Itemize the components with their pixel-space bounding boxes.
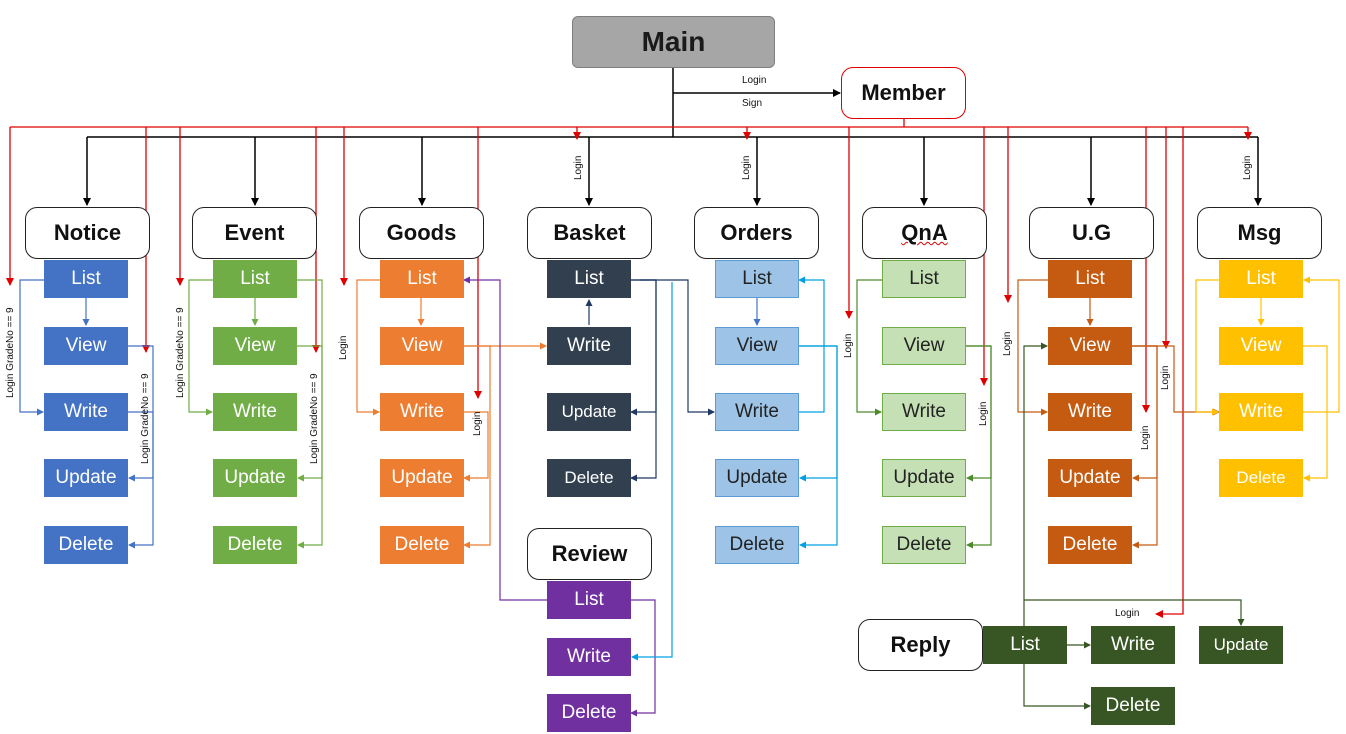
goods-write-button[interactable]: Write bbox=[380, 393, 464, 431]
msg-delete-button[interactable]: Delete bbox=[1219, 459, 1303, 497]
edge-label-login-grade-event-update: Login GradeNo == 9 bbox=[309, 373, 320, 464]
basket-list-button[interactable]: List bbox=[547, 260, 631, 298]
orders-write-button[interactable]: Write bbox=[715, 393, 799, 431]
edge-label-login-orders: Login bbox=[741, 155, 752, 180]
ug-write-button[interactable]: Write bbox=[1048, 393, 1132, 431]
member-node[interactable]: Member bbox=[841, 67, 966, 119]
reply-write-button[interactable]: Write bbox=[1091, 626, 1175, 664]
edge-label-login-grade-event-write: Login GradeNo == 9 bbox=[175, 307, 186, 398]
edge-label-login-ug-update: Login bbox=[1140, 425, 1151, 450]
basket-header[interactable]: Basket bbox=[527, 207, 652, 259]
review-delete-button[interactable]: Delete bbox=[547, 694, 631, 732]
ug-delete-button[interactable]: Delete bbox=[1048, 526, 1132, 564]
orders-update-button[interactable]: Update bbox=[715, 459, 799, 497]
event-header[interactable]: Event bbox=[192, 207, 317, 259]
reply-delete-button[interactable]: Delete bbox=[1091, 687, 1175, 725]
edge-label-login-grade-notice-update: Login GradeNo == 9 bbox=[140, 373, 151, 464]
qna-view-button[interactable]: View bbox=[882, 327, 966, 365]
edge-label-login-qna-update: Login bbox=[978, 401, 989, 426]
qna-list-button[interactable]: List bbox=[882, 260, 966, 298]
review-list-button[interactable]: List bbox=[547, 581, 631, 619]
qna-write-button[interactable]: Write bbox=[882, 393, 966, 431]
notice-header[interactable]: Notice bbox=[25, 207, 150, 259]
edge-label-login-ug-view: Login bbox=[1160, 365, 1171, 390]
qna-header-label: QnA bbox=[901, 220, 948, 245]
goods-update-button[interactable]: Update bbox=[380, 459, 464, 497]
edge-label-login-goods-write: Login bbox=[338, 335, 349, 360]
edge-label-login-reply: Login bbox=[1115, 608, 1140, 619]
ug-view-button[interactable]: View bbox=[1048, 327, 1132, 365]
goods-list-button[interactable]: List bbox=[380, 260, 464, 298]
reply-list-button[interactable]: List bbox=[983, 626, 1067, 664]
basket-delete-button[interactable]: Delete bbox=[547, 459, 631, 497]
goods-header[interactable]: Goods bbox=[359, 207, 484, 259]
reply-header[interactable]: Reply bbox=[858, 619, 983, 671]
edge-label-login-msg: Login bbox=[1242, 155, 1253, 180]
basket-update-button[interactable]: Update bbox=[547, 393, 631, 431]
review-write-button[interactable]: Write bbox=[547, 638, 631, 676]
notice-list-button[interactable]: List bbox=[44, 260, 128, 298]
edge-label-login-grade-notice-write: Login GradeNo == 9 bbox=[5, 307, 16, 398]
notice-view-button[interactable]: View bbox=[44, 327, 128, 365]
msg-header[interactable]: Msg bbox=[1197, 207, 1322, 259]
event-write-button[interactable]: Write bbox=[213, 393, 297, 431]
orders-list-button[interactable]: List bbox=[715, 260, 799, 298]
event-view-button[interactable]: View bbox=[213, 327, 297, 365]
reply-update-button[interactable]: Update bbox=[1199, 626, 1283, 664]
orders-delete-button[interactable]: Delete bbox=[715, 526, 799, 564]
goods-delete-button[interactable]: Delete bbox=[380, 526, 464, 564]
ug-update-button[interactable]: Update bbox=[1048, 459, 1132, 497]
notice-update-button[interactable]: Update bbox=[44, 459, 128, 497]
notice-write-button[interactable]: Write bbox=[44, 393, 128, 431]
basket-write-button[interactable]: Write bbox=[547, 327, 631, 365]
qna-delete-button[interactable]: Delete bbox=[882, 526, 966, 564]
msg-write-button[interactable]: Write bbox=[1219, 393, 1303, 431]
edge-label-login: Login bbox=[742, 75, 767, 86]
ug-list-button[interactable]: List bbox=[1048, 260, 1132, 298]
edge-label-login-ug-write: Login bbox=[1002, 331, 1013, 356]
event-delete-button[interactable]: Delete bbox=[213, 526, 297, 564]
orders-view-button[interactable]: View bbox=[715, 327, 799, 365]
goods-view-button[interactable]: View bbox=[380, 327, 464, 365]
msg-view-button[interactable]: View bbox=[1219, 327, 1303, 365]
notice-delete-button[interactable]: Delete bbox=[44, 526, 128, 564]
event-list-button[interactable]: List bbox=[213, 260, 297, 298]
qna-header[interactable]: QnA bbox=[862, 207, 987, 259]
main-node[interactable]: Main bbox=[572, 16, 775, 68]
edge-label-login-basket: Login bbox=[573, 155, 584, 180]
event-update-button[interactable]: Update bbox=[213, 459, 297, 497]
orders-header[interactable]: Orders bbox=[694, 207, 819, 259]
review-header[interactable]: Review bbox=[527, 528, 652, 580]
edge-label-login-goods-update: Login bbox=[472, 411, 483, 436]
edge-label-login-qna-write: Login bbox=[843, 333, 854, 358]
msg-list-button[interactable]: List bbox=[1219, 260, 1303, 298]
edge-label-sign: Sign bbox=[742, 98, 763, 109]
qna-update-button[interactable]: Update bbox=[882, 459, 966, 497]
ug-header[interactable]: U.G bbox=[1029, 207, 1154, 259]
